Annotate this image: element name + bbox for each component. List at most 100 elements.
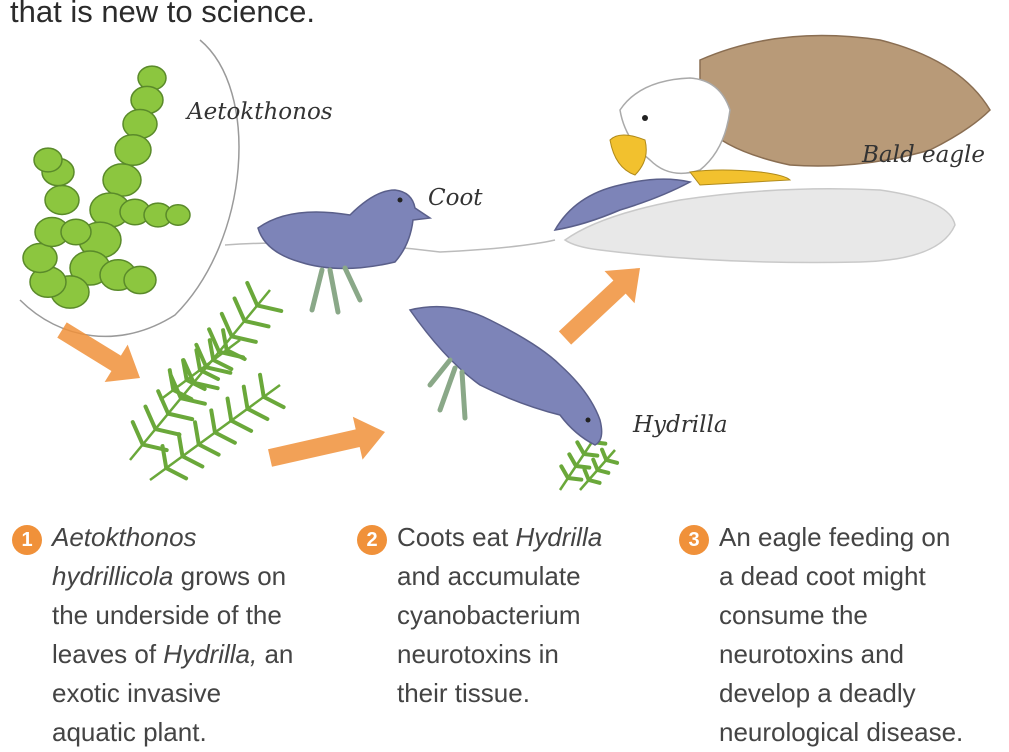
step-text-line: Coots eat Hydrilla xyxy=(397,518,602,557)
step-text-line: their tissue. xyxy=(397,674,602,713)
step-text-line: An eagle feeding on xyxy=(719,518,963,557)
algae-cell xyxy=(123,110,157,139)
label-coot: Coot xyxy=(428,185,483,211)
step-text-line: consume the xyxy=(719,596,963,635)
algae-cell xyxy=(23,244,57,273)
sprig-leaf xyxy=(577,442,584,454)
hydrilla-leaf xyxy=(248,409,268,419)
text-fragment: consume the xyxy=(719,600,868,630)
algae-cell xyxy=(45,186,79,215)
hydrilla-leaf xyxy=(257,305,281,310)
algae-cell xyxy=(34,148,62,172)
food-chain-illustration: Aetokthonos Coot Bald eagle Hydrilla xyxy=(0,0,1009,500)
step-text-line: hydrillicola grows on xyxy=(52,557,293,596)
algae-cell xyxy=(103,164,141,196)
text-fragment: exotic invasive xyxy=(52,678,221,708)
algae-cell xyxy=(124,266,156,293)
step-text-line: a dead coot might xyxy=(719,557,963,596)
step-text-line: leaves of Hydrilla, an xyxy=(52,635,293,674)
hydrilla-leaf xyxy=(170,370,174,390)
arrow xyxy=(559,268,640,345)
text-fragment: neurological disease. xyxy=(719,717,963,747)
hydrilla-stem xyxy=(130,290,270,460)
sprig-leaf xyxy=(568,478,581,480)
step-text-line: and accumulate xyxy=(397,557,602,596)
label-hydrilla: Hydrilla xyxy=(632,412,728,438)
algae-cell xyxy=(115,135,151,166)
italic-term: Hydrilla xyxy=(516,522,603,552)
arrow xyxy=(57,322,140,382)
sprig-leaf xyxy=(602,450,606,460)
hydrilla-leaf xyxy=(231,421,251,431)
step-number-badge: 1 xyxy=(12,525,42,555)
step-number-badge: 3 xyxy=(679,525,709,555)
hydrilla-leaf xyxy=(245,321,269,326)
text-fragment: and accumulate xyxy=(397,561,581,591)
hydrilla-leaf xyxy=(168,414,192,419)
label-aetokthonos: Aetokthonos xyxy=(185,99,333,125)
hydrilla-leaf xyxy=(155,429,179,434)
hydrilla-leaf xyxy=(264,397,284,407)
hydrilla-leaf xyxy=(260,375,264,397)
hydrilla-leaf xyxy=(211,410,215,432)
hydrilla-plant xyxy=(130,283,284,480)
step-text-line: neurotoxins in xyxy=(397,635,602,674)
algae-cells xyxy=(23,66,190,308)
step-text-line: exotic invasive xyxy=(52,674,293,713)
step-text-line: neurotoxins and xyxy=(719,635,963,674)
text-fragment: neurotoxins in xyxy=(397,639,559,669)
hydrilla-leaf xyxy=(244,387,248,409)
step-text-line: develop a deadly xyxy=(719,674,963,713)
step-number-badge: 2 xyxy=(357,525,387,555)
sprig-leaf xyxy=(584,454,597,456)
arrow xyxy=(268,417,385,467)
text-fragment: An eagle feeding on xyxy=(719,522,950,552)
hydrilla-leaf xyxy=(166,468,186,478)
algae-cell xyxy=(166,205,190,225)
step-text-line: the underside of the xyxy=(52,596,293,635)
text-fragment: Coots eat xyxy=(397,522,516,552)
text-fragment: aquatic plant. xyxy=(52,717,207,747)
label-bald-eagle: Bald eagle xyxy=(861,142,985,168)
step-text-line: Aetokthonos xyxy=(52,518,293,557)
hydrilla-leaf xyxy=(133,422,143,444)
step-text-line: aquatic plant. xyxy=(52,713,293,752)
plant-fronds xyxy=(130,283,284,480)
hydrilla-leaf xyxy=(247,283,257,305)
text-fragment: a dead coot might xyxy=(719,561,926,591)
text-fragment: grows on xyxy=(173,561,286,591)
algae-cell xyxy=(61,219,91,245)
hydrilla-leaf xyxy=(195,422,199,444)
text-fragment: an xyxy=(257,639,293,669)
hydrilla-leaf xyxy=(210,340,214,360)
hydrilla-leaf xyxy=(199,444,219,454)
text-fragment: neurotoxins and xyxy=(719,639,904,669)
aetokthonos-cyanobacterium xyxy=(23,66,190,308)
hydrilla-leaf xyxy=(183,456,203,466)
sprig-leaf xyxy=(561,466,568,478)
text-fragment: their tissue. xyxy=(397,678,530,708)
hydrilla-leaf xyxy=(179,434,183,456)
sprig-leaf xyxy=(569,454,576,466)
sprig-leaf xyxy=(593,460,597,470)
step-text-line: cyanobacterium xyxy=(397,596,602,635)
text-fragment: develop a deadly xyxy=(719,678,916,708)
text-fragment: the underside of the xyxy=(52,600,282,630)
step-description: An eagle feeding on a dead coot might cons… xyxy=(719,518,963,752)
coot-swimming-icon xyxy=(258,190,430,312)
sprig-leaf xyxy=(576,466,589,468)
step-text-line: neurological disease. xyxy=(719,713,963,752)
italic-term: Aetokthonos xyxy=(52,522,197,552)
hydrilla-leaf xyxy=(228,399,232,421)
text-fragment: leaves of xyxy=(52,639,163,669)
text-fragment: cyanobacterium xyxy=(397,600,581,630)
italic-term: Hydrilla, xyxy=(163,639,257,669)
step-description: Aetokthonos hydrillicola grows on the unde… xyxy=(52,518,293,752)
hydrilla-leaf xyxy=(145,407,155,429)
hydrilla-leaf xyxy=(235,298,245,320)
sprig-leaf xyxy=(585,470,589,480)
hydrilla-leaf xyxy=(232,336,256,341)
italic-term: hydrillicola xyxy=(52,561,173,591)
step-description: Coots eat Hydrilla and accumulate cyanobac… xyxy=(397,518,602,713)
